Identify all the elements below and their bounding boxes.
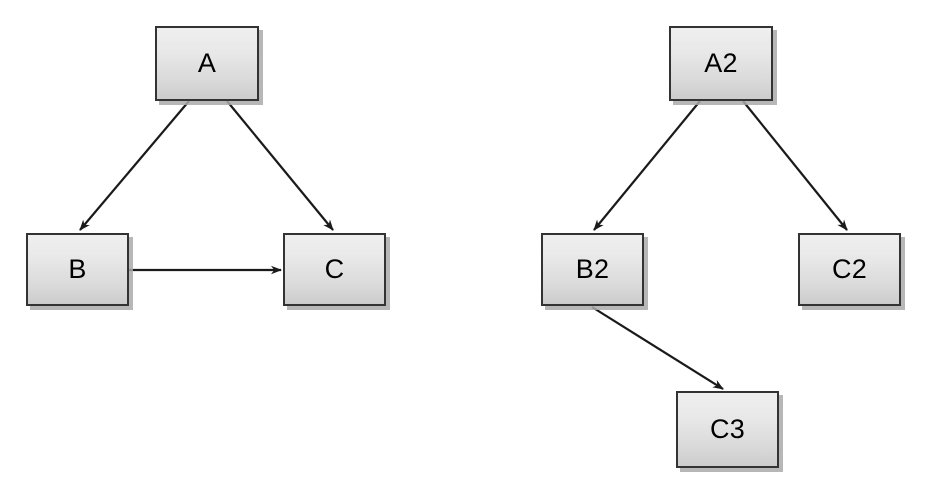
node-c2[interactable]: C2 [798,233,901,306]
node-label-b: B [68,254,87,284]
edge-a-to-c[interactable] [226,100,334,231]
node-label-a2: A2 [704,48,738,78]
node-b2[interactable]: B2 [541,233,644,306]
node-label-c: C [324,254,345,284]
node-label-b2: B2 [575,254,610,284]
node-label-c2: C2 [832,254,867,284]
node-c[interactable]: C [283,233,386,306]
edge-a-to-b[interactable] [79,100,190,231]
node-b[interactable]: B [26,233,129,306]
node-a[interactable]: A [155,26,259,101]
node-a2[interactable]: A2 [669,26,773,101]
node-label-c3: C3 [710,414,745,444]
edge-b2-to-c3[interactable] [591,306,724,390]
node-c3[interactable]: C3 [676,391,779,468]
node-label-a: A [197,48,217,78]
edge-a2-to-b2[interactable] [593,100,701,231]
edge-a2-to-c2[interactable] [742,100,848,231]
